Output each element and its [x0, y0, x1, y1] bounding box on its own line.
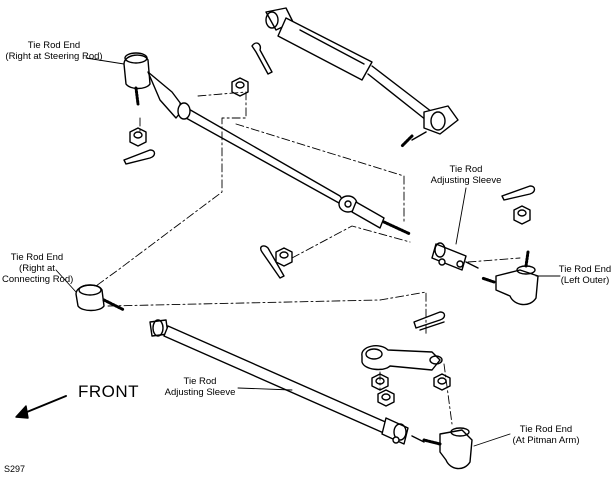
nut-upper	[231, 77, 249, 97]
cotter-pin-upper	[251, 42, 273, 75]
label-tie-rod-end-right-connecting: Tie Rod End (Right at Connecting Rod)	[2, 252, 74, 285]
pitman-arm	[361, 345, 443, 371]
tie-rod-end-right-connecting	[75, 284, 126, 312]
nut-pitman-2	[377, 389, 395, 407]
nut-middle	[275, 247, 293, 267]
figure-code: S297	[4, 464, 26, 474]
tie-rod-adjusting-sleeve-lower	[381, 417, 425, 445]
label-tie-rod-adjusting-sleeve-upper: Tie Rod Adjusting Sleeve	[430, 164, 502, 186]
front-label: FRONT	[78, 382, 140, 401]
label-tie-rod-adjusting-sleeve-lower: Tie Rod Adjusting Sleeve	[164, 376, 236, 398]
nut-left-upper	[129, 127, 147, 147]
tie-rod-end-right-steering	[123, 52, 185, 119]
label-tie-rod-end-pitman: Tie Rod End (At Pitman Arm)	[512, 424, 580, 446]
label-tie-rod-end-right-steering: Tie Rod End (Right at Steering Rod)	[5, 40, 103, 62]
tie-rod-adjusting-sleeve-upper	[431, 242, 479, 271]
cotter-pin-left-upper	[123, 149, 156, 165]
tie-rod-end-pitman	[422, 427, 473, 470]
leader-lines	[55, 57, 561, 447]
label-tie-rod-end-left-outer: Tie Rod End (Left Outer)	[558, 264, 612, 286]
alignment-lines	[95, 91, 521, 425]
steering-damper	[265, 7, 459, 148]
tie-rod-end-left-outer	[480, 250, 539, 306]
connecting-rod	[177, 102, 412, 236]
arrow-down-left-icon	[15, 395, 67, 419]
cotter-pin-pitman	[413, 311, 446, 331]
cotter-pin-right	[501, 185, 536, 201]
nut-right	[513, 205, 531, 225]
cotter-pin-middle	[259, 245, 285, 279]
